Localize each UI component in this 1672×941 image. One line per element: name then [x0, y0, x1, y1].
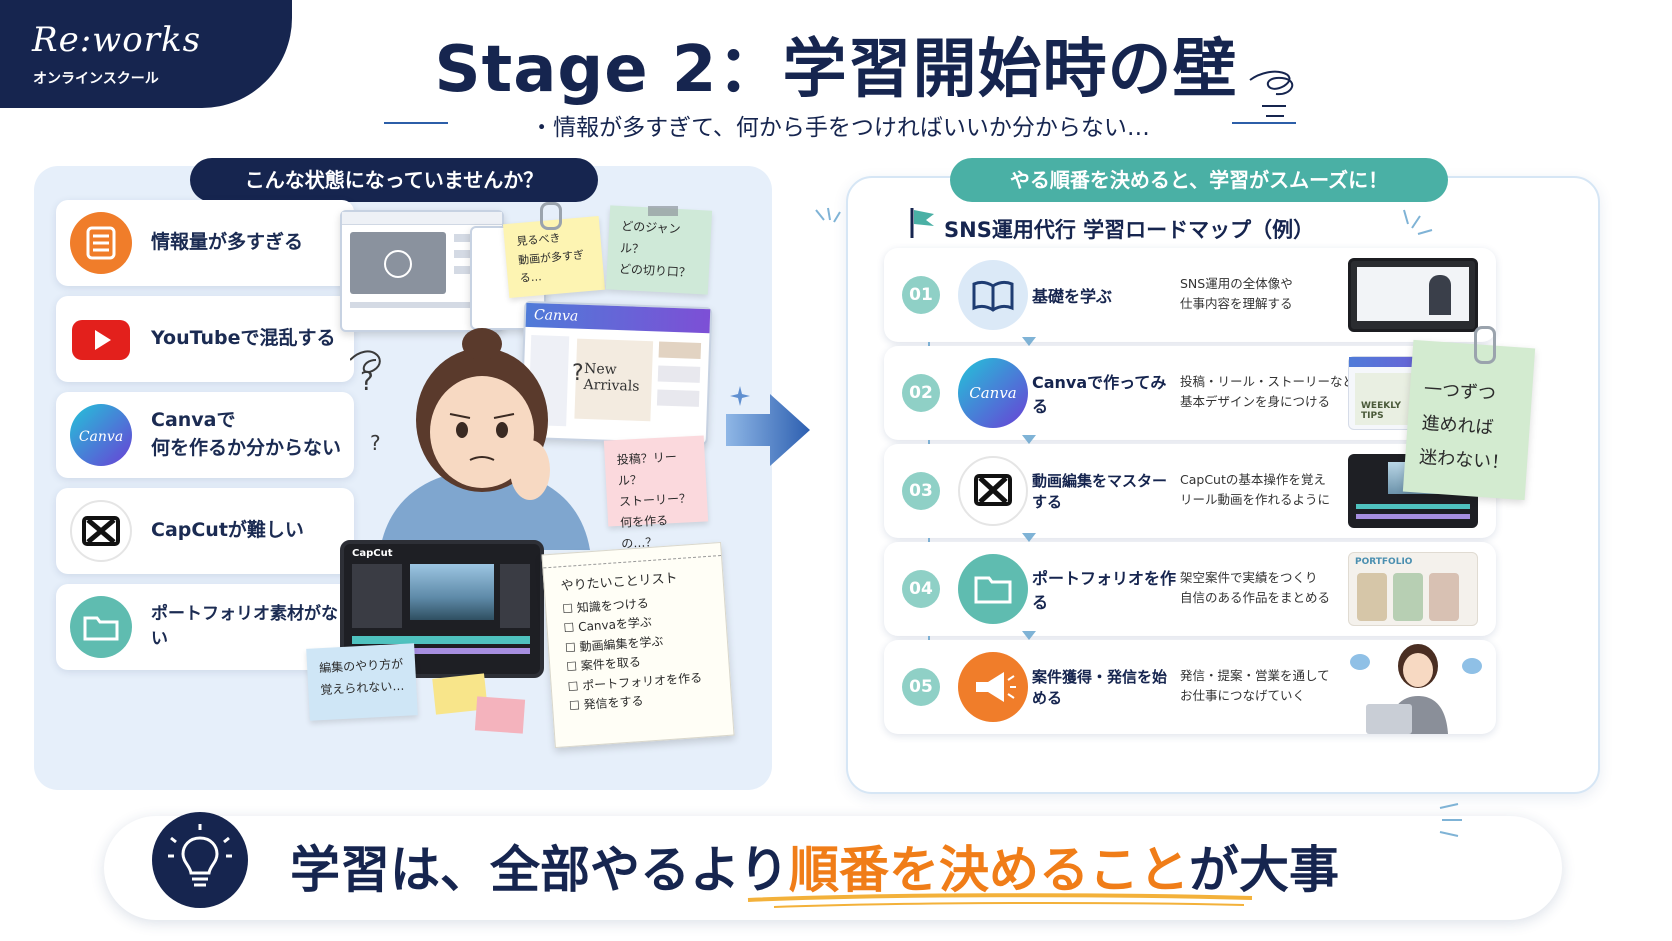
svg-text:?: ?	[360, 367, 374, 397]
capcut-icon	[70, 500, 132, 562]
sparkle-icon	[730, 386, 750, 406]
step-description: 投稿・リール・ストーリーなど 基本デザインを身につける	[1180, 374, 1356, 409]
page-title: Stage 2：学習開始時の壁	[434, 33, 1238, 107]
logo-subtitle: オンラインスクール	[33, 71, 159, 87]
key-message-banner	[104, 816, 1562, 920]
book-icon	[958, 260, 1028, 330]
step-connector	[928, 538, 930, 544]
key-message-post: が大事	[1189, 841, 1339, 899]
roadmap-step-04: 04 ポートフォリオを作る 架空案件で実績をつくり 自信のある作品をまとめる P…	[884, 542, 1496, 636]
flag-icon	[910, 208, 934, 238]
svg-text:Canva: Canva	[79, 429, 123, 445]
svg-text:?: ?	[572, 361, 584, 386]
blank-sticky-pink	[474, 696, 526, 734]
play-icon	[384, 250, 412, 278]
logo-name: Re:works	[32, 20, 202, 60]
problem-label: 情報量が多すぎる	[151, 231, 304, 254]
problem-label: YouTubeで混乱する	[151, 327, 336, 350]
motivation-text: 一つずつ 進めれば 迷わない！	[1418, 378, 1510, 475]
capcut-window-brand: CapCut	[352, 548, 393, 559]
step-description: 発信・提案・営業を通して お仕事につなげていく	[1180, 668, 1330, 703]
megaphone-icon	[958, 652, 1028, 722]
problem-card-portfolio: ポートフォリオ素材がない	[56, 584, 354, 670]
folder-icon	[958, 554, 1028, 624]
folder-icon	[70, 596, 132, 658]
svg-text:Canva: Canva	[969, 384, 1017, 402]
highlight-underline	[747, 893, 1253, 908]
right-arrow-icon	[726, 394, 810, 466]
roadmap-step-01: 01 基礎を学ぶ SNS運用の全体像や 仕事内容を理解する	[884, 248, 1496, 342]
paperclip-icon	[1474, 326, 1496, 364]
step-title: 案件獲得・発信を始める	[1032, 668, 1168, 707]
woman-with-laptop-illustration	[1350, 644, 1482, 734]
step-title: 動画編集をマスターする	[1032, 472, 1168, 511]
scribble-icon	[1249, 70, 1294, 117]
svg-text:?: ?	[370, 431, 381, 455]
motivation-sticky-note: 一つずつ 進めれば 迷わない！	[1402, 339, 1536, 501]
paperclip-icon	[540, 202, 562, 230]
capcut-window: CapCut	[340, 540, 544, 678]
key-message-pre: 学習は、全部やるより	[290, 841, 789, 899]
step-connector	[928, 440, 930, 446]
sticky-note-editing: 編集のやり方が 覚えられない…	[306, 643, 418, 721]
roadmap-title: SNS運用代行 学習ロードマップ（例）	[944, 218, 1315, 242]
step-description: SNS運用の全体像や 仕事内容を理解する	[1180, 276, 1293, 311]
step-connector	[928, 342, 930, 348]
problem-card-capcut: CapCutが難しい	[56, 488, 354, 574]
step-arrow	[1022, 337, 1036, 346]
todo-title: やりたいことリスト	[560, 571, 679, 595]
step-number: 03	[902, 472, 940, 510]
subtitle-rule-left	[384, 122, 448, 124]
step-connector	[928, 636, 930, 642]
page-subtitle: ・情報が多すぎて、何から手をつければいいか分からない…	[530, 115, 1150, 141]
step-arrow	[1022, 631, 1036, 640]
brand-logo: Re:works オンラインスクール	[0, 0, 292, 108]
problem-card-info-overload: 情報量が多すぎる	[56, 200, 354, 286]
step-number: 05	[902, 668, 940, 706]
problem-label: ポートフォリオ素材がない	[151, 604, 338, 649]
step-description: 架空案件で実績をつくり 自信のある作品をまとめる	[1180, 570, 1331, 605]
step-title: 基礎を学ぶ	[1032, 287, 1113, 306]
step-title: Canvaで作ってみる	[1032, 373, 1167, 416]
step-title: ポートフォリオを作る	[1032, 569, 1177, 612]
lightbulb-badge	[152, 812, 248, 908]
roadmap-step-02: 02 Canva Canvaで作ってみる 投稿・リール・ストーリーなど 基本デザ…	[884, 346, 1496, 440]
subtitle-rule-right	[1232, 122, 1296, 124]
step-number: 02	[902, 374, 940, 412]
canva-icon: Canva	[70, 404, 132, 466]
roadmap-heading: やる順番を決めると、学習がスムーズに！	[950, 158, 1448, 202]
problem-card-canva: Canva Canvaで 何を作るか分からない	[56, 392, 354, 478]
problem-label: CapCutが難しい	[151, 519, 304, 542]
burst-lines-icon-banner	[1439, 803, 1462, 837]
lightbulb-icon	[168, 824, 232, 887]
problems-heading: こんな状態になっていませんか？	[190, 158, 598, 202]
portfolio-thumbnail: PORTFOLIO	[1348, 552, 1478, 626]
step-arrow	[1022, 533, 1036, 542]
step-description: CapCutの基本操作を覚え リール動画を作れるように	[1180, 472, 1331, 507]
tape	[648, 206, 678, 216]
canva-icon: Canva	[958, 358, 1028, 428]
step-arrow	[1022, 435, 1036, 444]
confused-woman-illustration: ? ? ?	[350, 328, 590, 550]
capcut-icon	[958, 456, 1028, 526]
burst-lines-icon	[815, 207, 841, 223]
youtube-icon	[70, 308, 132, 370]
step-number: 04	[902, 570, 940, 608]
problem-card-youtube: YouTubeで混乱する	[56, 296, 354, 382]
burst-lines-icon-right	[1403, 209, 1433, 235]
step-number: 01	[902, 276, 940, 314]
todo-notebook: やりたいことリスト ☐ 知識をつける ☐ Canvaを学ぶ ☐ 動画編集を学ぶ …	[541, 541, 735, 749]
laptop-lecture-thumbnail	[1348, 258, 1478, 332]
key-message-highlight: 順番を決めること	[789, 841, 1189, 899]
document-stack-icon	[70, 212, 132, 274]
problem-label: Canvaで 何を作るか分からない	[151, 409, 342, 459]
sticky-note-genre: どのジャンル？ どの切り口？	[605, 205, 713, 295]
key-message: 学習は、全部やるより順番を決めることが大事	[290, 830, 1339, 902]
roadmap-step-05: 05 案件獲得・発信を始める 発信・提案・営業を通して お仕事につなげていく	[884, 640, 1496, 734]
portfolio-label: PORTFOLIO	[1355, 557, 1413, 567]
